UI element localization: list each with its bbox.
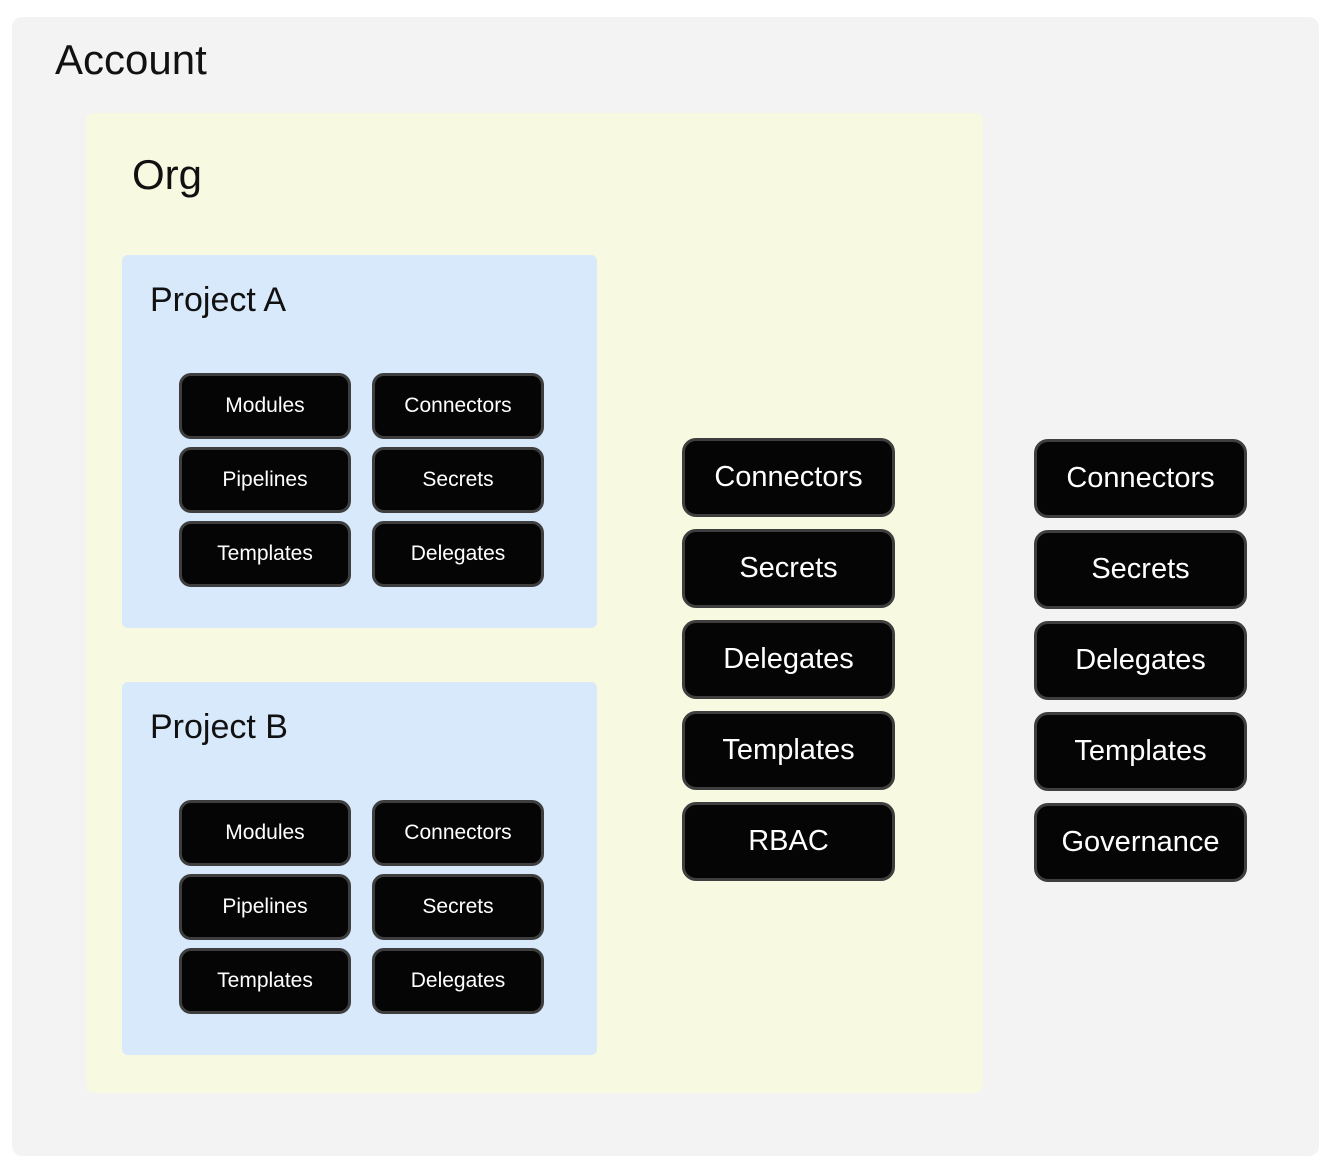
- account-node-connectors: Connectors: [1034, 439, 1247, 518]
- account-container: Account Org Project A Modules Connectors…: [12, 17, 1319, 1156]
- account-node-governance: Governance: [1034, 803, 1247, 882]
- org-node-secrets: Secrets: [682, 529, 895, 608]
- project-b-node-modules: Modules: [179, 800, 351, 866]
- org-node-delegates: Delegates: [682, 620, 895, 699]
- project-a-node-delegates: Delegates: [372, 521, 544, 587]
- project-b-node-secrets: Secrets: [372, 874, 544, 940]
- org-node-rbac: RBAC: [682, 802, 895, 881]
- project-b-node-delegates: Delegates: [372, 948, 544, 1014]
- account-node-secrets: Secrets: [1034, 530, 1247, 609]
- org-node-connectors: Connectors: [682, 438, 895, 517]
- project-a-title: Project A: [150, 281, 287, 319]
- project-b-node-templates: Templates: [179, 948, 351, 1014]
- org-container: Org Project A Modules Connectors Pipelin…: [86, 113, 983, 1093]
- project-a-node-connectors: Connectors: [372, 373, 544, 439]
- project-a-node-pipelines: Pipelines: [179, 447, 351, 513]
- account-resource-column: Connectors Secrets Delegates Templates G…: [1034, 439, 1247, 882]
- project-b-node-connectors: Connectors: [372, 800, 544, 866]
- org-resource-column: Connectors Secrets Delegates Templates R…: [682, 438, 895, 881]
- org-node-templates: Templates: [682, 711, 895, 790]
- project-a-card: Project A Modules Connectors Pipelines S…: [122, 255, 597, 628]
- account-title: Account: [55, 36, 207, 83]
- project-a-node-secrets: Secrets: [372, 447, 544, 513]
- project-a-node-templates: Templates: [179, 521, 351, 587]
- project-b-resource-grid: Modules Connectors Pipelines Secrets Tem…: [179, 800, 544, 1014]
- project-b-card: Project B Modules Connectors Pipelines S…: [122, 682, 597, 1055]
- org-title: Org: [132, 151, 203, 198]
- account-node-delegates: Delegates: [1034, 621, 1247, 700]
- project-a-resource-grid: Modules Connectors Pipelines Secrets Tem…: [179, 373, 544, 587]
- project-b-title: Project B: [150, 708, 288, 746]
- account-node-templates: Templates: [1034, 712, 1247, 791]
- project-b-node-pipelines: Pipelines: [179, 874, 351, 940]
- project-a-node-modules: Modules: [179, 373, 351, 439]
